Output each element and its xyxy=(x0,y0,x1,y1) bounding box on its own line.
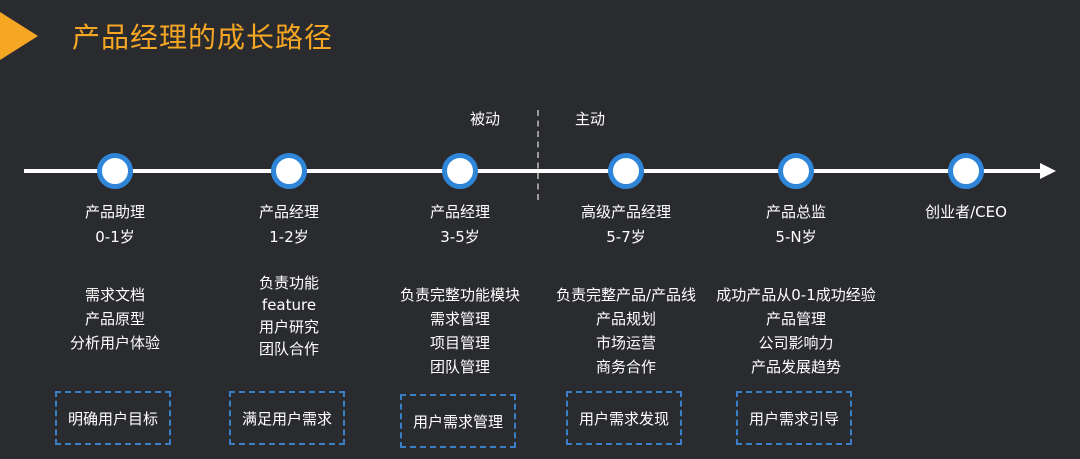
timeline-node xyxy=(608,153,644,189)
timeline-node xyxy=(778,153,814,189)
duty-item: 市场运营 xyxy=(595,334,656,352)
duty-item: feature xyxy=(261,296,317,314)
duty-item: 负责功能 xyxy=(258,274,319,292)
title-arrow-icon xyxy=(0,12,38,60)
stage-label: 产品总监 5-N岁 xyxy=(706,200,886,250)
duty-item: 商务合作 xyxy=(595,358,656,376)
stage-goal: 满足用户需求 xyxy=(241,409,332,428)
stage-goal: 明确用户目标 xyxy=(67,409,158,428)
duty-item: 分析用户体验 xyxy=(69,334,160,352)
stage-years: 1-2岁 xyxy=(269,228,309,246)
stage-label: 产品助理 0-1岁 xyxy=(25,200,205,250)
phase-label-active: 主动 xyxy=(575,110,606,128)
stage-label: 创业者/CEO xyxy=(876,200,1056,225)
stage-role: 产品总监 xyxy=(765,203,826,221)
timeline-arrow-icon xyxy=(1040,163,1056,179)
stage-duties: 负责完整产品/产品线 产品规划 市场运营 商务合作 xyxy=(526,283,726,379)
stage-years: 0-1岁 xyxy=(95,228,135,246)
stage-goal: 用户需求引导 xyxy=(748,409,839,428)
duty-item: 产品管理 xyxy=(765,310,826,328)
page-title: 产品经理的成长路径 xyxy=(72,21,334,54)
duty-item: 团队管理 xyxy=(429,358,490,376)
duty-item: 需求管理 xyxy=(429,310,490,328)
stage-goal-box: 用户需求引导 xyxy=(736,391,852,445)
stage-duties: 负责完整功能模块 需求管理 项目管理 团队管理 xyxy=(360,283,560,379)
stage-goal-box: 满足用户需求 xyxy=(229,391,345,445)
stage-years: 5-7岁 xyxy=(606,228,646,246)
timeline-node xyxy=(97,153,133,189)
stage-duties: 成功产品从0-1成功经验 产品管理 公司影响力 产品发展趋势 xyxy=(686,283,906,379)
stage-years: 5-N岁 xyxy=(775,228,817,246)
stage-years: 3-5岁 xyxy=(440,228,480,246)
stage-goal: 用户需求管理 xyxy=(412,412,503,431)
stage-duties: 需求文档 产品原型 分析用户体验 xyxy=(15,283,215,355)
timeline-axis xyxy=(24,169,1044,173)
stage-label: 产品经理 3-5岁 xyxy=(370,200,550,250)
duty-item: 团队合作 xyxy=(258,340,319,358)
stage-label: 高级产品经理 5-7岁 xyxy=(536,200,716,250)
duty-item: 成功产品从0-1成功经验 xyxy=(716,286,876,304)
duty-item: 负责完整产品/产品线 xyxy=(555,286,697,304)
stage-role: 产品经理 xyxy=(429,203,490,221)
timeline-node xyxy=(948,153,984,189)
duty-item: 用户研究 xyxy=(258,318,319,336)
duty-item: 产品发展趋势 xyxy=(750,358,841,376)
duty-item: 产品规划 xyxy=(595,310,656,328)
stage-goal: 用户需求发现 xyxy=(578,409,669,428)
duty-item: 负责完整功能模块 xyxy=(399,286,520,304)
timeline-node xyxy=(271,153,307,189)
stage-goal-box: 用户需求发现 xyxy=(566,391,682,445)
stage-role: 产品助理 xyxy=(84,203,145,221)
phase-divider xyxy=(537,110,539,200)
duty-item: 项目管理 xyxy=(429,334,490,352)
phase-label-passive: 被动 xyxy=(470,110,501,128)
stage-role: 高级产品经理 xyxy=(580,203,671,221)
stage-role: 产品经理 xyxy=(258,203,319,221)
duty-item: 公司影响力 xyxy=(758,334,834,352)
timeline-node xyxy=(442,153,478,189)
stage-role: 创业者/CEO xyxy=(925,203,1007,221)
stage-goal-box: 明确用户目标 xyxy=(55,391,171,445)
stage-duties: 负责功能 feature 用户研究 团队合作 xyxy=(189,272,389,360)
stage-label: 产品经理 1-2岁 xyxy=(199,200,379,250)
duty-item: 需求文档 xyxy=(84,286,145,304)
duty-item: 产品原型 xyxy=(84,310,145,328)
stage-goal-box: 用户需求管理 xyxy=(400,394,516,448)
